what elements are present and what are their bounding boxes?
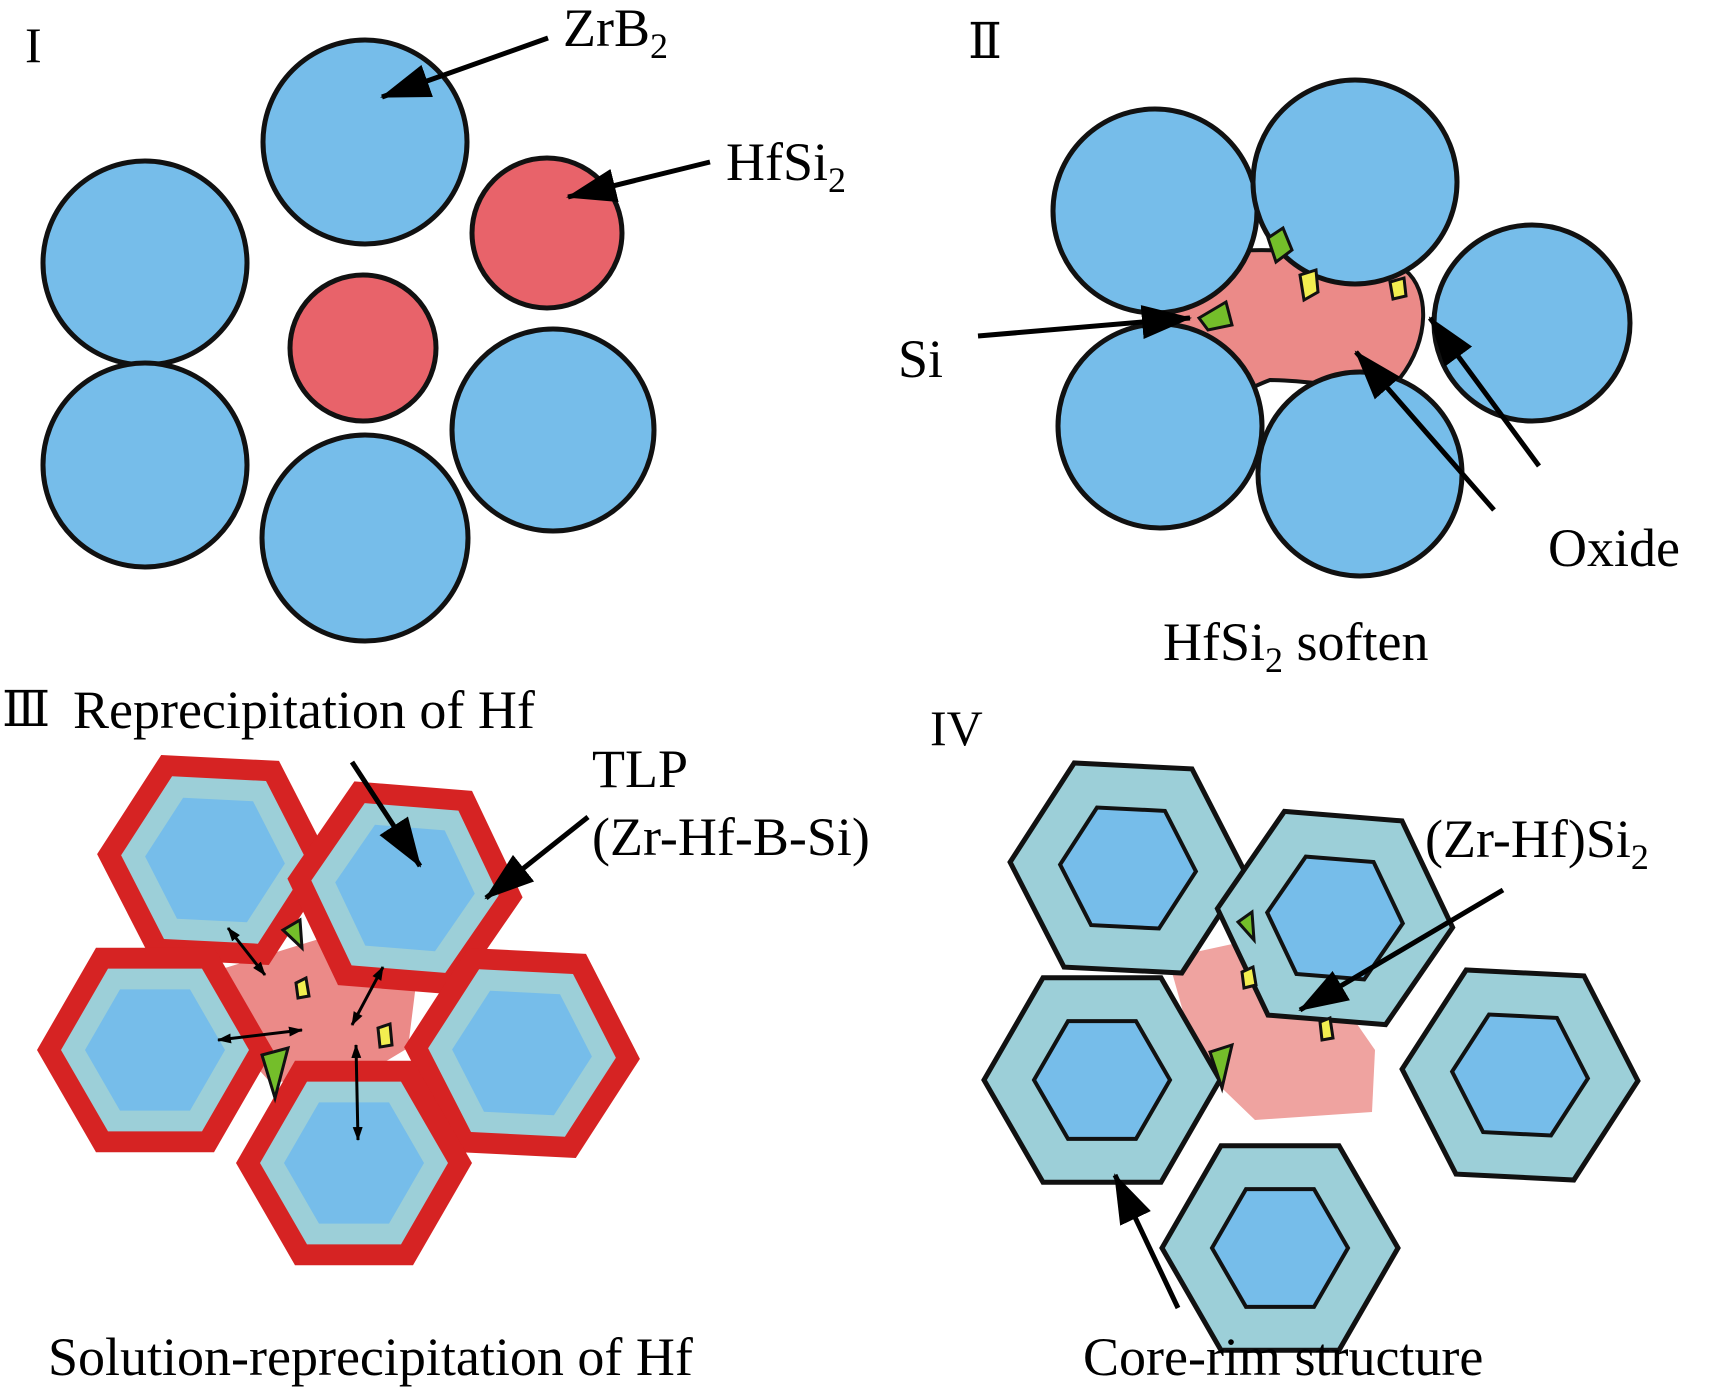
- zrb2-particle: [260, 37, 470, 247]
- oxide-particle: [1388, 276, 1408, 301]
- core-rim-grain: [1399, 967, 1641, 1183]
- si-particle: [280, 917, 304, 952]
- zrb2-particle: [1431, 222, 1633, 424]
- zrb2-core: [284, 1102, 424, 1224]
- zrb2-core: [1031, 1019, 1173, 1141]
- reprecipitation-pointer-arrow: [349, 760, 423, 868]
- diffusion-arrow: [226, 927, 267, 976]
- panel-3-numeral: Ⅲ: [2, 681, 50, 737]
- zrb2-core: [1057, 805, 1199, 931]
- tlp-label: TLP: [592, 739, 688, 799]
- zr-hf-si2-pointer-arrow: [1298, 887, 1505, 1013]
- si-pointer-arrow: [977, 305, 1192, 339]
- tlp-coated-grain: [404, 948, 640, 1158]
- zrb2-pointer-arrow: [380, 35, 549, 100]
- panel-4-core-rim: [981, 760, 1641, 1353]
- zrb2-core: [145, 797, 285, 923]
- zrb2-particle: [1050, 106, 1260, 316]
- panel-3-solution-reprecipitation: [37, 755, 640, 1266]
- reprecipitation-label: Reprecipitation of Hf: [73, 680, 535, 740]
- tlp-pointer-arrow: [484, 815, 590, 900]
- tlp-coated-grain: [97, 755, 333, 965]
- si-particle: [1235, 909, 1256, 945]
- core-rim-grain: [1214, 808, 1456, 1028]
- zrb2-core: [335, 824, 475, 952]
- panel-2-hfsi2-soften: Ⅱ Si Oxide HfSi2 soften: [898, 13, 1680, 680]
- hfsi2-particle: [469, 155, 625, 311]
- panel-4-numeral: IV: [930, 700, 983, 756]
- zrb2-particle: [1255, 369, 1465, 579]
- zrb2-particle: [40, 360, 250, 570]
- tlp-composition-label: (Zr-Hf-B-Si): [592, 807, 870, 867]
- core-rim-pointer-arrow: [1112, 1173, 1181, 1310]
- core-rim-grain: [1159, 1143, 1401, 1353]
- panel-3-labels: Ⅲ Reprecipitation of Hf TLP (Zr-Hf-B-Si)…: [2, 680, 870, 1387]
- zrb2-core: [452, 990, 592, 1116]
- panel-2-numeral: Ⅱ: [968, 13, 1002, 69]
- panel-1-numeral: I: [25, 17, 42, 73]
- core-rim-grain: [1007, 760, 1249, 976]
- zrb2-particle: [449, 326, 657, 534]
- zrb2-particle: [259, 432, 471, 644]
- zrb2-core: [1449, 1012, 1591, 1138]
- panel-4-caption: Core-rim structure: [1083, 1327, 1483, 1387]
- si-label: Si: [898, 329, 943, 389]
- hfsi2-label: HfSi2: [726, 132, 846, 200]
- zrb2-label: ZrB2: [563, 0, 668, 66]
- panel-2-caption: HfSi2 soften: [1163, 612, 1428, 680]
- si-particle: [1266, 225, 1294, 265]
- oxide-particle: [294, 975, 311, 1000]
- oxide-particle: [1298, 268, 1320, 303]
- diffusion-arrow: [351, 1044, 363, 1141]
- oxide-particle: [376, 1021, 394, 1049]
- oxide-particle: [1240, 964, 1258, 990]
- zrb2-core: [1209, 1187, 1351, 1309]
- hfsi2-pointer-arrow: [566, 159, 711, 203]
- tlp-coated-grain: [37, 947, 273, 1153]
- zrb2-core: [1264, 854, 1406, 982]
- zrb2-particle: [40, 158, 250, 368]
- zrb2-particle: [1055, 321, 1265, 531]
- panel-4-labels: IV (Zr-Hf)Si2 Core-rim structure: [930, 700, 1649, 1387]
- si-particle: [260, 1045, 291, 1104]
- hfsi2-particle: [287, 272, 439, 424]
- si-particle: [1208, 1042, 1235, 1094]
- zrb2-core: [85, 989, 225, 1111]
- oxide-label: Oxide: [1548, 518, 1680, 578]
- melt-pointer-arrow: [1354, 350, 1496, 512]
- zrb2-particle: [1250, 77, 1460, 287]
- si-particle: [1196, 299, 1234, 332]
- tlp-coated-grain: [236, 1060, 472, 1266]
- diffusion-arrow: [217, 1026, 303, 1044]
- zr-hf-si2-label: (Zr-Hf)Si2: [1425, 809, 1649, 877]
- tlp-coated-grain: [287, 781, 523, 995]
- diffusion-arrow: [350, 966, 385, 1026]
- oxide-particle: [1318, 1015, 1335, 1042]
- core-rim-grain: [981, 975, 1223, 1185]
- panel-1-initial-powders: I ZrB2 HfSi2: [25, 0, 846, 644]
- oxide-pointer-arrow: [1427, 316, 1542, 468]
- panel-3-caption: Solution-reprecipitation of Hf: [48, 1327, 693, 1387]
